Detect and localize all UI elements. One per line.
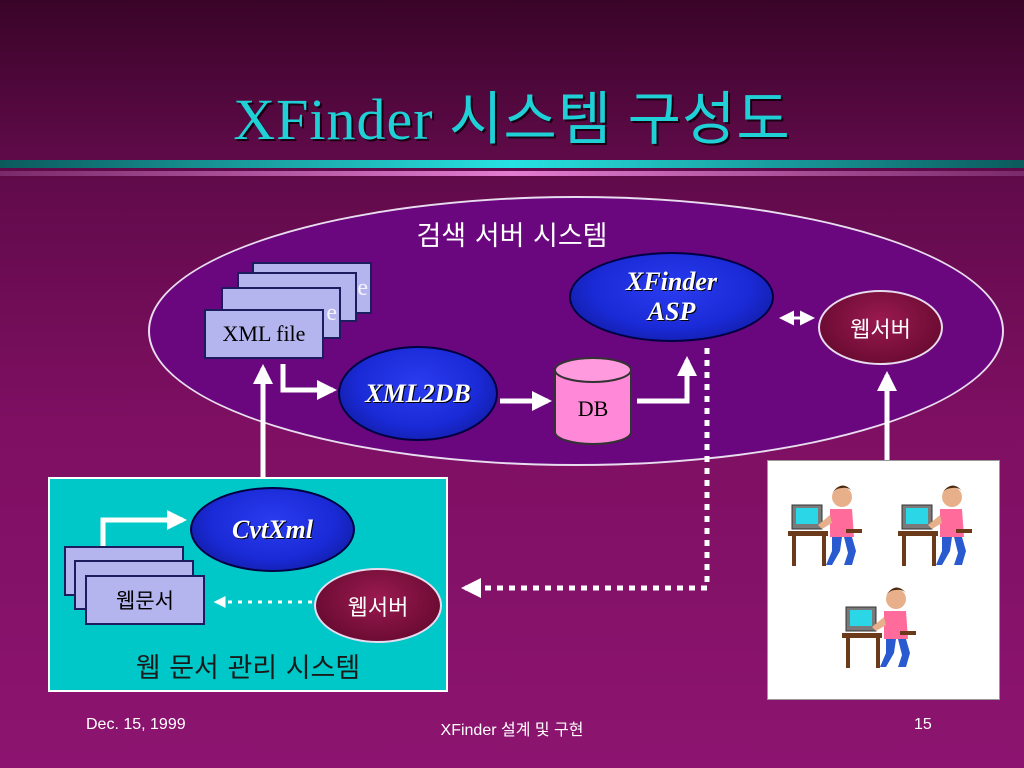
user-at-computer-icon <box>898 485 972 566</box>
xfinder-asp-line2: ASP <box>647 297 696 326</box>
web-document-management-system-label: 웹 문서 관리 시스템 <box>135 653 361 684</box>
cvtxml-node: CvtXml <box>190 487 355 572</box>
footer-date: Dec. 15, 1999 <box>86 716 186 733</box>
xml2db-node: XML2DB <box>338 346 498 441</box>
xfinder-asp-node: XFinder ASP <box>569 252 774 342</box>
web-server-bottom-node: 웹서버 <box>314 568 442 643</box>
slide-title: XFinder 시스템 구성도 <box>233 87 791 152</box>
web-doc-card: 웹문서 <box>85 575 205 625</box>
xfinder-asp-line1: XFinder <box>625 267 718 296</box>
footer-center-text: XFinder 설계 및 구현 <box>440 722 584 739</box>
search-server-system-label: 검색 서버 시스템 <box>416 221 608 252</box>
db-label: DB <box>577 396 609 421</box>
user-at-computer-icon <box>788 485 862 566</box>
web-server-top-node: 웹서버 <box>818 290 943 365</box>
title-divider-teal <box>0 160 1024 168</box>
user-at-computer-icon <box>842 587 916 668</box>
users-panel <box>767 460 1000 700</box>
footer-page-number: 15 <box>914 716 932 733</box>
title-divider-pink <box>0 171 1024 176</box>
xml-file-card: XML file <box>204 309 324 359</box>
